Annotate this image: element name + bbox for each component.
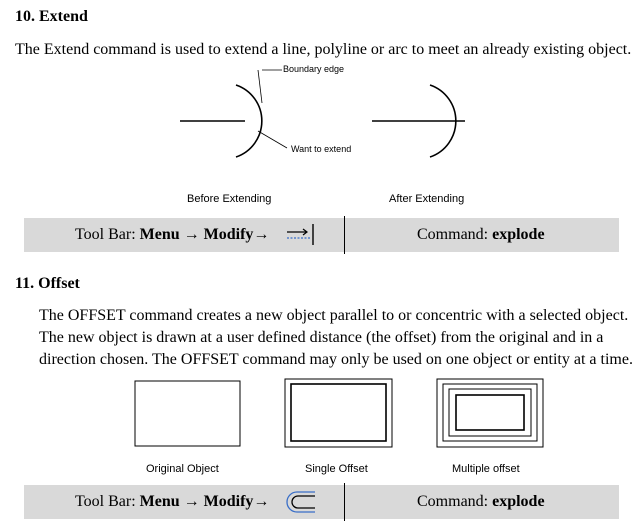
command-name: explode [492,493,545,510]
offset-toolbar: Tool Bar: Menu → Modify→ Command: explod… [24,483,619,521]
single-offset-caption: Single Offset [305,463,368,475]
boundary-edge-label: Boundary edge [283,64,345,74]
extend-toolbar-right: Command: explode [346,218,619,252]
section-11-line-1: The OFFSET command creates a new object … [39,307,629,324]
offset-command: Command: explode [417,493,545,511]
section-11-heading: 11. Offset [15,275,80,292]
toolbar-path: Menu → Modify→ [139,226,270,243]
toolbar-path: Menu → Modify→ [139,493,270,510]
section-10-description: The Extend command is used to extend a l… [15,41,632,58]
want-to-extend-label: Want to extend [291,144,352,154]
offset-toolbar-label: Tool Bar: Menu → Modify→ [75,493,269,511]
offset-toolbar-left: Tool Bar: Menu → Modify→ [24,485,344,519]
command-name: explode [492,226,545,243]
command-prefix: Command: [417,226,493,243]
extend-toolbar-left: Tool Bar: Menu → Modify→ [24,218,344,252]
before-extending-caption: Before Extending [187,193,272,205]
toolbar-prefix: Tool Bar: [75,226,140,243]
toolbar-divider [344,483,345,521]
extend-toolbar: Tool Bar: Menu → Modify→ Command: explod… [24,216,619,254]
section-10-heading: 10. Extend [15,8,88,25]
multiple-offset-caption: Multiple offset [452,463,520,475]
extend-command: Command: explode [417,226,545,244]
extend-icon[interactable] [284,223,318,247]
command-prefix: Command: [417,493,493,510]
original-object-caption: Original Object [146,463,219,475]
section-11-line-3: direction chosen. The OFFSET command may… [39,351,633,368]
section-11-line-2: The new object is drawn at a user define… [39,329,604,346]
offset-toolbar-right: Command: explode [346,485,619,519]
offset-icon[interactable] [283,488,319,516]
after-extending-caption: After Extending [389,193,465,205]
toolbar-divider [344,216,345,254]
extend-toolbar-label: Tool Bar: Menu → Modify→ [75,226,269,244]
toolbar-prefix: Tool Bar: [75,493,140,510]
